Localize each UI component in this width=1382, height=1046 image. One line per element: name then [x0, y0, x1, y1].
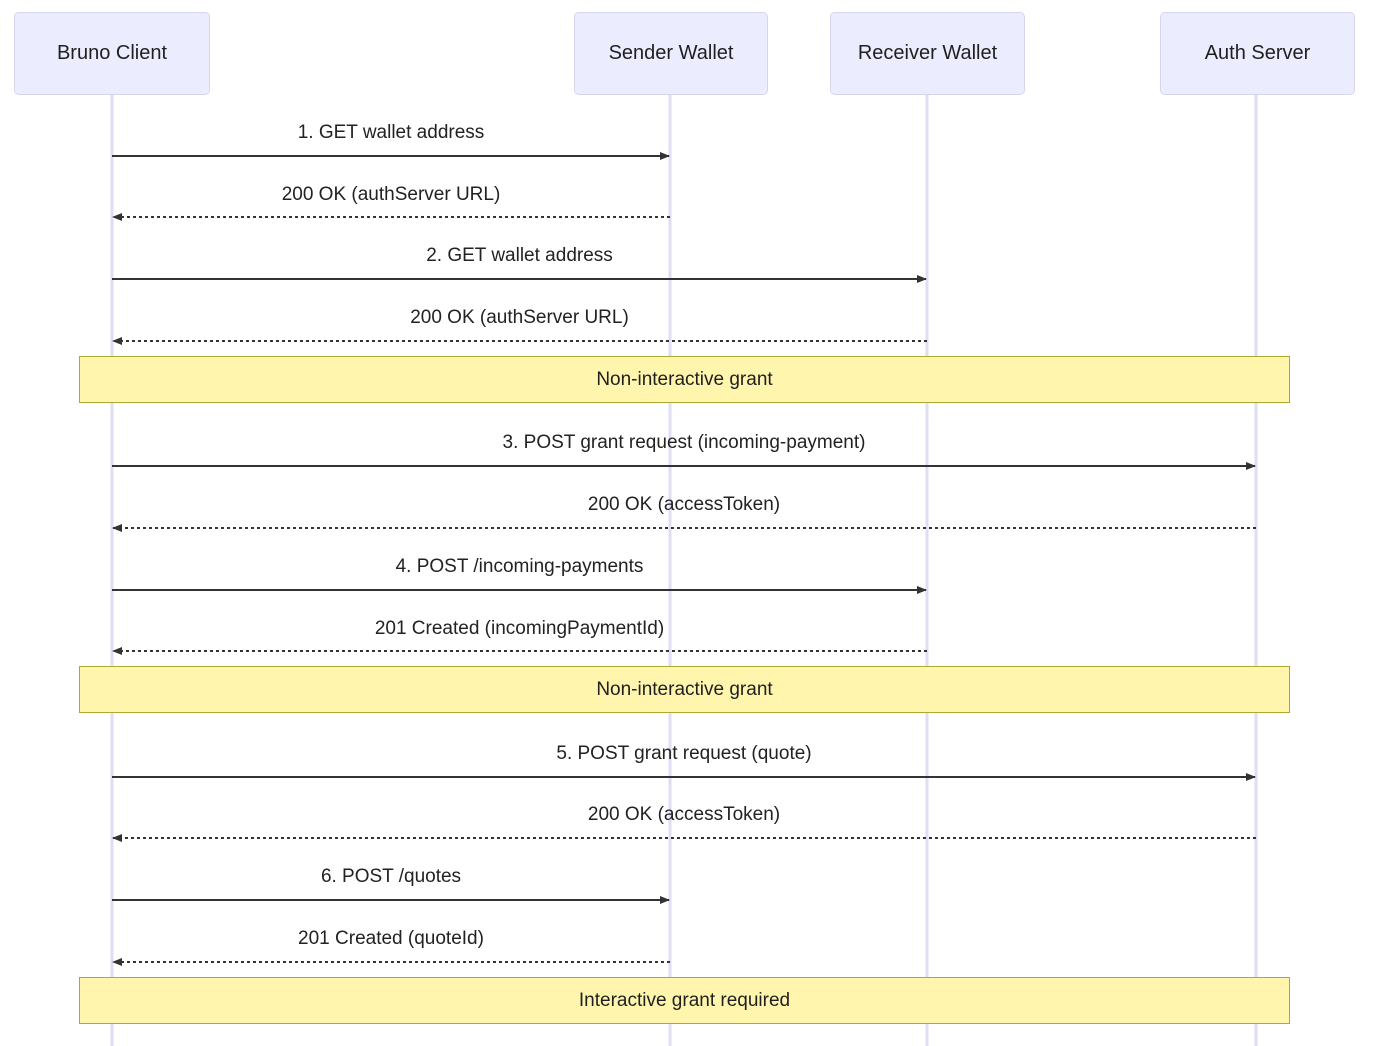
message-label-8: 201 Created (incomingPaymentId)	[374, 618, 665, 639]
note-label-note-2: Non-interactive grant	[596, 678, 773, 700]
participant-label-auth-server: Auth Server	[1204, 42, 1311, 64]
message-label-10: 200 OK (accessToken)	[587, 804, 781, 825]
participant-label-receiver-wallet: Receiver Wallet	[857, 42, 998, 64]
message-label-12: 201 Created (quoteId)	[298, 928, 484, 949]
message-label-4: 200 OK (authServer URL)	[410, 307, 629, 328]
note-note-2: Non-interactive grant	[79, 666, 1290, 713]
message-label-1: 1. GET wallet address	[297, 122, 485, 143]
message-label-3: 2. GET wallet address	[426, 245, 613, 266]
participant-bruno-client[interactable]: Bruno Client	[14, 12, 210, 95]
message-label-9: 5. POST grant request (quote)	[556, 743, 812, 764]
note-label-note-3: Interactive grant required	[578, 989, 791, 1011]
message-label-6: 200 OK (accessToken)	[587, 494, 781, 515]
participant-receiver-wallet[interactable]: Receiver Wallet	[830, 12, 1025, 95]
message-label-7: 4. POST /incoming-payments	[395, 556, 644, 577]
note-label-note-1: Non-interactive grant	[596, 368, 773, 390]
participant-sender-wallet[interactable]: Sender Wallet	[574, 12, 768, 95]
participant-auth-server[interactable]: Auth Server	[1160, 12, 1355, 95]
message-label-2: 200 OK (authServer URL)	[281, 184, 501, 205]
note-note-1: Non-interactive grant	[79, 356, 1290, 403]
participant-label-sender-wallet: Sender Wallet	[608, 42, 734, 64]
message-label-5: 3. POST grant request (incoming-payment)	[502, 432, 866, 453]
message-label-11: 6. POST /quotes	[320, 866, 462, 887]
arrows-group	[112, 152, 1256, 966]
lifelines-group	[110, 95, 1258, 1046]
note-note-3: Interactive grant required	[79, 977, 1290, 1024]
participant-label-bruno-client: Bruno Client	[56, 42, 168, 64]
